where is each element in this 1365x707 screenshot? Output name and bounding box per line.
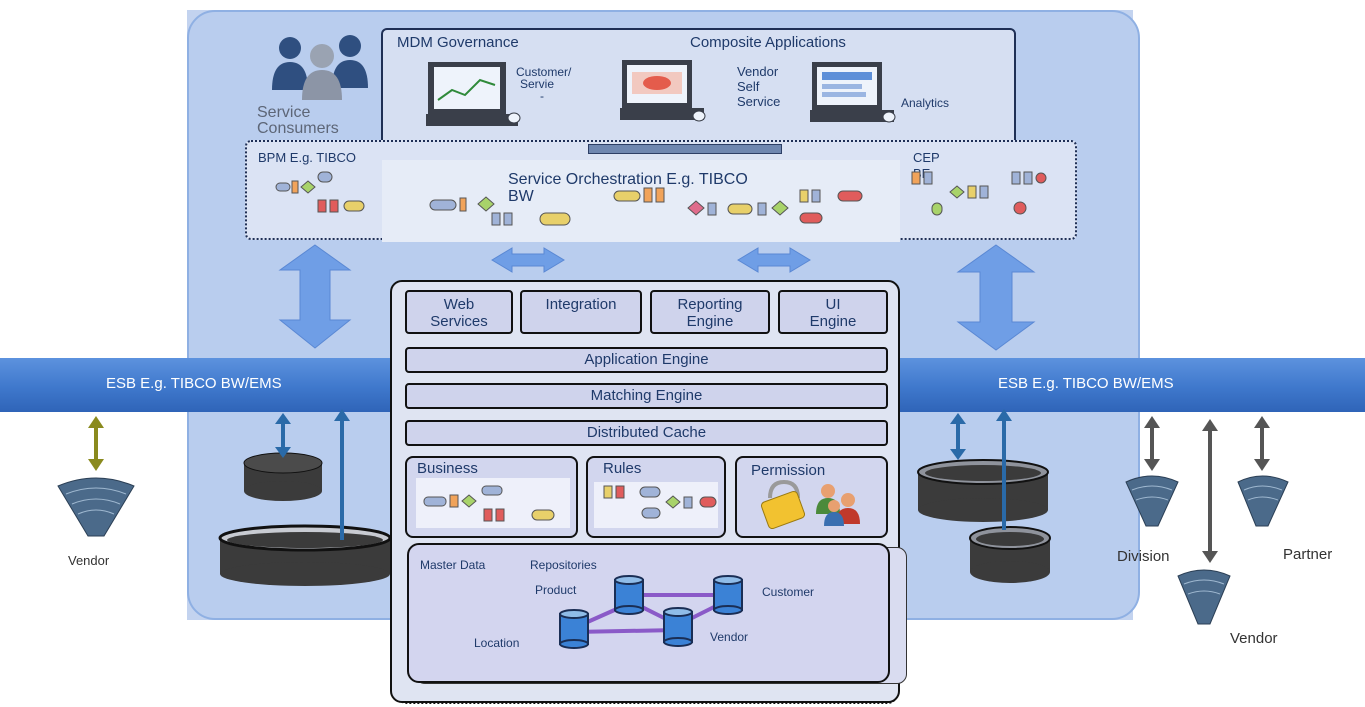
permission-label: Permission: [751, 462, 826, 479]
esb-right-label: ESB E.g. TIBCO BW/EMS: [998, 375, 1174, 392]
database-icon: [917, 459, 1049, 522]
division-label: Division: [1117, 548, 1170, 565]
esb-left-label: ESB E.g. TIBCO BW/EMS: [106, 375, 282, 392]
orchestration-connector-bar: [588, 144, 782, 154]
distributed-cache-label: Distributed Cache: [586, 424, 707, 441]
location-database-icon: [559, 609, 589, 649]
partner-system-icon: [1237, 475, 1289, 527]
business-workflow-icon: [423, 485, 555, 522]
rules-label: Rules: [603, 460, 642, 477]
integration-box: Integration: [520, 290, 642, 334]
computer-icon: [620, 60, 706, 122]
customer-service-label-line2: Servie: [520, 77, 555, 91]
double-arrow-icon: [737, 247, 811, 273]
vendor-system-icon: [57, 477, 135, 537]
ui-engine-box: UI Engine: [778, 290, 888, 334]
double-arrow-icon: [278, 244, 352, 349]
partner-label: Partner: [1283, 546, 1333, 563]
web-services-label-line2: Services: [430, 313, 488, 330]
computer-icon: [810, 62, 896, 123]
database-icon: [218, 524, 392, 586]
integration-label: Integration: [545, 296, 617, 313]
users-icon: [816, 484, 860, 526]
mdm-governance-title: MDM Governance: [397, 34, 519, 51]
vendor-node-label: Vendor: [710, 630, 749, 644]
esb-bar-right: [900, 358, 1365, 412]
customer-node-label: Customer: [762, 585, 815, 599]
service-consumers-label-line2: Consumers: [257, 120, 339, 137]
composite-applications-title: Composite Applications: [690, 34, 846, 51]
product-node-label: Product: [535, 583, 577, 597]
customer-database-icon: [713, 575, 743, 615]
repositories-panel: [407, 543, 890, 683]
analytics-label: Analytics: [901, 96, 950, 110]
vendor-system-icon: [1177, 569, 1231, 625]
ui-engine-label-line1: UI: [825, 296, 841, 313]
ui-engine-label-line2: Engine: [809, 313, 857, 330]
bpm-label: BPM E.g. TIBCO: [258, 150, 357, 165]
vendor-self-service-label-line3: Service: [737, 94, 781, 109]
database-icon: [243, 452, 323, 501]
double-arrow-icon: [956, 244, 1036, 351]
bpm-workflow-icon: [275, 171, 365, 213]
esb-bar-left: [0, 358, 390, 412]
computer-icon: [426, 62, 521, 126]
reporting-engine-label-line1: Reporting: [677, 296, 743, 313]
vendor-right-label: Vendor: [1230, 630, 1278, 647]
double-arrow-icon: [491, 247, 565, 273]
web-services-box: Web Services: [405, 290, 513, 334]
vendor-database-icon: [663, 607, 693, 647]
database-icon: [969, 526, 1051, 583]
reporting-engine-label-line2: Engine: [686, 313, 734, 330]
division-system-icon: [1125, 475, 1179, 527]
customer-service-label-line3: -: [540, 89, 544, 103]
vendor-left-label: Vendor: [68, 553, 110, 568]
matching-engine-label: Matching Engine: [590, 387, 703, 404]
matching-engine-box: Matching Engine: [405, 383, 888, 409]
service-consumers-label-line1: Service: [257, 104, 311, 121]
cep-workflow-icon: [911, 171, 1047, 216]
location-node-label: Location: [474, 636, 520, 650]
rules-workflow-icon: [603, 485, 717, 519]
service-orchestration-label-line2: BW: [508, 188, 534, 205]
lock-icon: [760, 479, 806, 530]
vendor-self-service-label-line1: Vendor: [737, 64, 779, 79]
service-orchestration-label-line1: Service Orchestration E.g. TIBCO: [508, 171, 748, 188]
application-engine-box: Application Engine: [405, 347, 888, 373]
people-icon: [272, 35, 368, 100]
business-label: Business: [417, 460, 478, 474]
vendor-self-service-label-line2: Self: [737, 79, 760, 94]
master-data-label: Master Data: [420, 558, 486, 572]
product-database-icon: [614, 575, 644, 615]
web-services-label-line1: Web: [443, 296, 475, 313]
repositories-title: Repositories: [530, 558, 597, 572]
distributed-cache-box: Distributed Cache: [405, 420, 888, 446]
application-engine-label: Application Engine: [584, 351, 709, 368]
cep-label-line1: CEP: [913, 150, 940, 165]
reporting-engine-box: Reporting Engine: [650, 290, 770, 334]
orchestration-workflow-icon: [429, 187, 863, 226]
customer-service-label-line1: Customer/: [516, 65, 572, 79]
permission-panel: [735, 456, 888, 538]
